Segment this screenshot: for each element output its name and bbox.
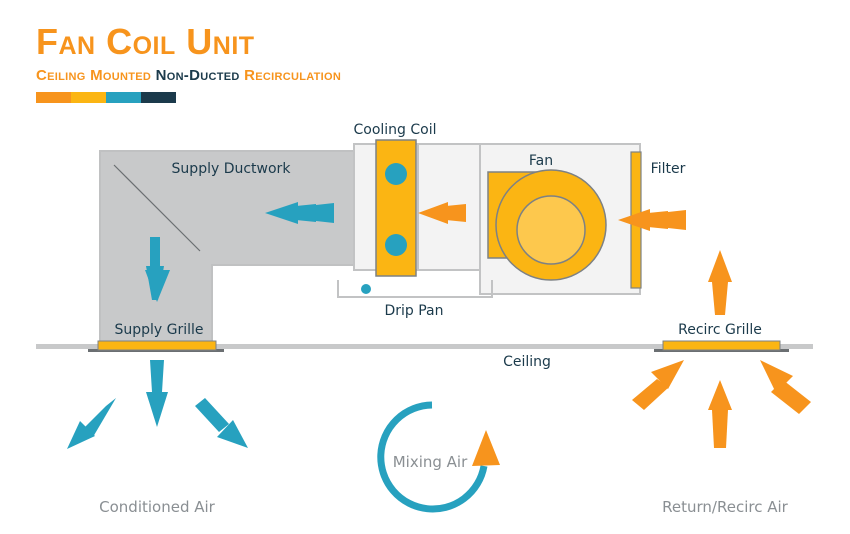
swatch-yellow <box>71 92 106 103</box>
supply-ductwork <box>99 150 355 344</box>
label-conditioned-air: Conditioned Air <box>99 498 216 516</box>
label-supply-grille: Supply Grille <box>114 322 203 338</box>
label-drip-pan: Drip Pan <box>384 303 443 319</box>
label-return-air: Return/Recirc Air <box>662 498 789 516</box>
mixing-air-loop <box>377 401 488 513</box>
ductwork-diagonal-line <box>113 164 201 252</box>
swatch-orange <box>36 92 71 103</box>
color-swatch-bar <box>36 92 176 103</box>
diagram-subtitle: Ceiling Mounted Non-Ducted Recirculation <box>36 67 341 85</box>
supply-grille <box>97 340 217 351</box>
coil-pipe-top <box>385 163 407 185</box>
label-supply-ductwork: Supply Ductwork <box>172 161 292 177</box>
diagram-title: Fan Coil Unit <box>36 21 255 62</box>
return-air-arrow-center <box>708 380 732 448</box>
recirc-grille <box>662 340 781 351</box>
conditioned-air-arrow-left <box>67 398 116 449</box>
filter-inlet-arrow <box>618 209 686 231</box>
subtitle-part-ceiling-mounted: Ceiling Mounted <box>36 67 152 84</box>
ceiling-line <box>36 344 813 349</box>
return-air-arrow-right <box>760 360 811 414</box>
fan-wheel <box>516 195 586 265</box>
conditioned-air-arrow-down <box>146 360 168 427</box>
coil-inlet-arrow <box>418 202 466 224</box>
label-recirc-grille: Recirc Grille <box>678 322 762 338</box>
label-filter: Filter <box>651 161 686 177</box>
supply-flow-arrow <box>265 202 334 224</box>
drip-pan <box>337 280 493 298</box>
mixing-air-arrowhead <box>472 430 500 466</box>
drip-pan-drain <box>361 284 371 294</box>
return-up-arrow <box>708 250 732 315</box>
return-air-arrow-left <box>632 360 684 410</box>
label-fan: Fan <box>529 153 553 169</box>
subtitle-part-recirculation: Recirculation <box>244 67 342 84</box>
swatch-navy <box>141 92 176 103</box>
duct-down-arrow <box>145 237 170 302</box>
coil-pipe-bottom <box>385 234 407 256</box>
label-cooling-coil: Cooling Coil <box>353 122 436 138</box>
swatch-teal <box>106 92 141 103</box>
label-ceiling: Ceiling <box>503 354 551 370</box>
conditioned-air-arrow-right <box>195 398 248 448</box>
subtitle-part-non-ducted: Non-Ducted <box>155 67 240 84</box>
label-mixing-air: Mixing Air <box>393 453 468 471</box>
